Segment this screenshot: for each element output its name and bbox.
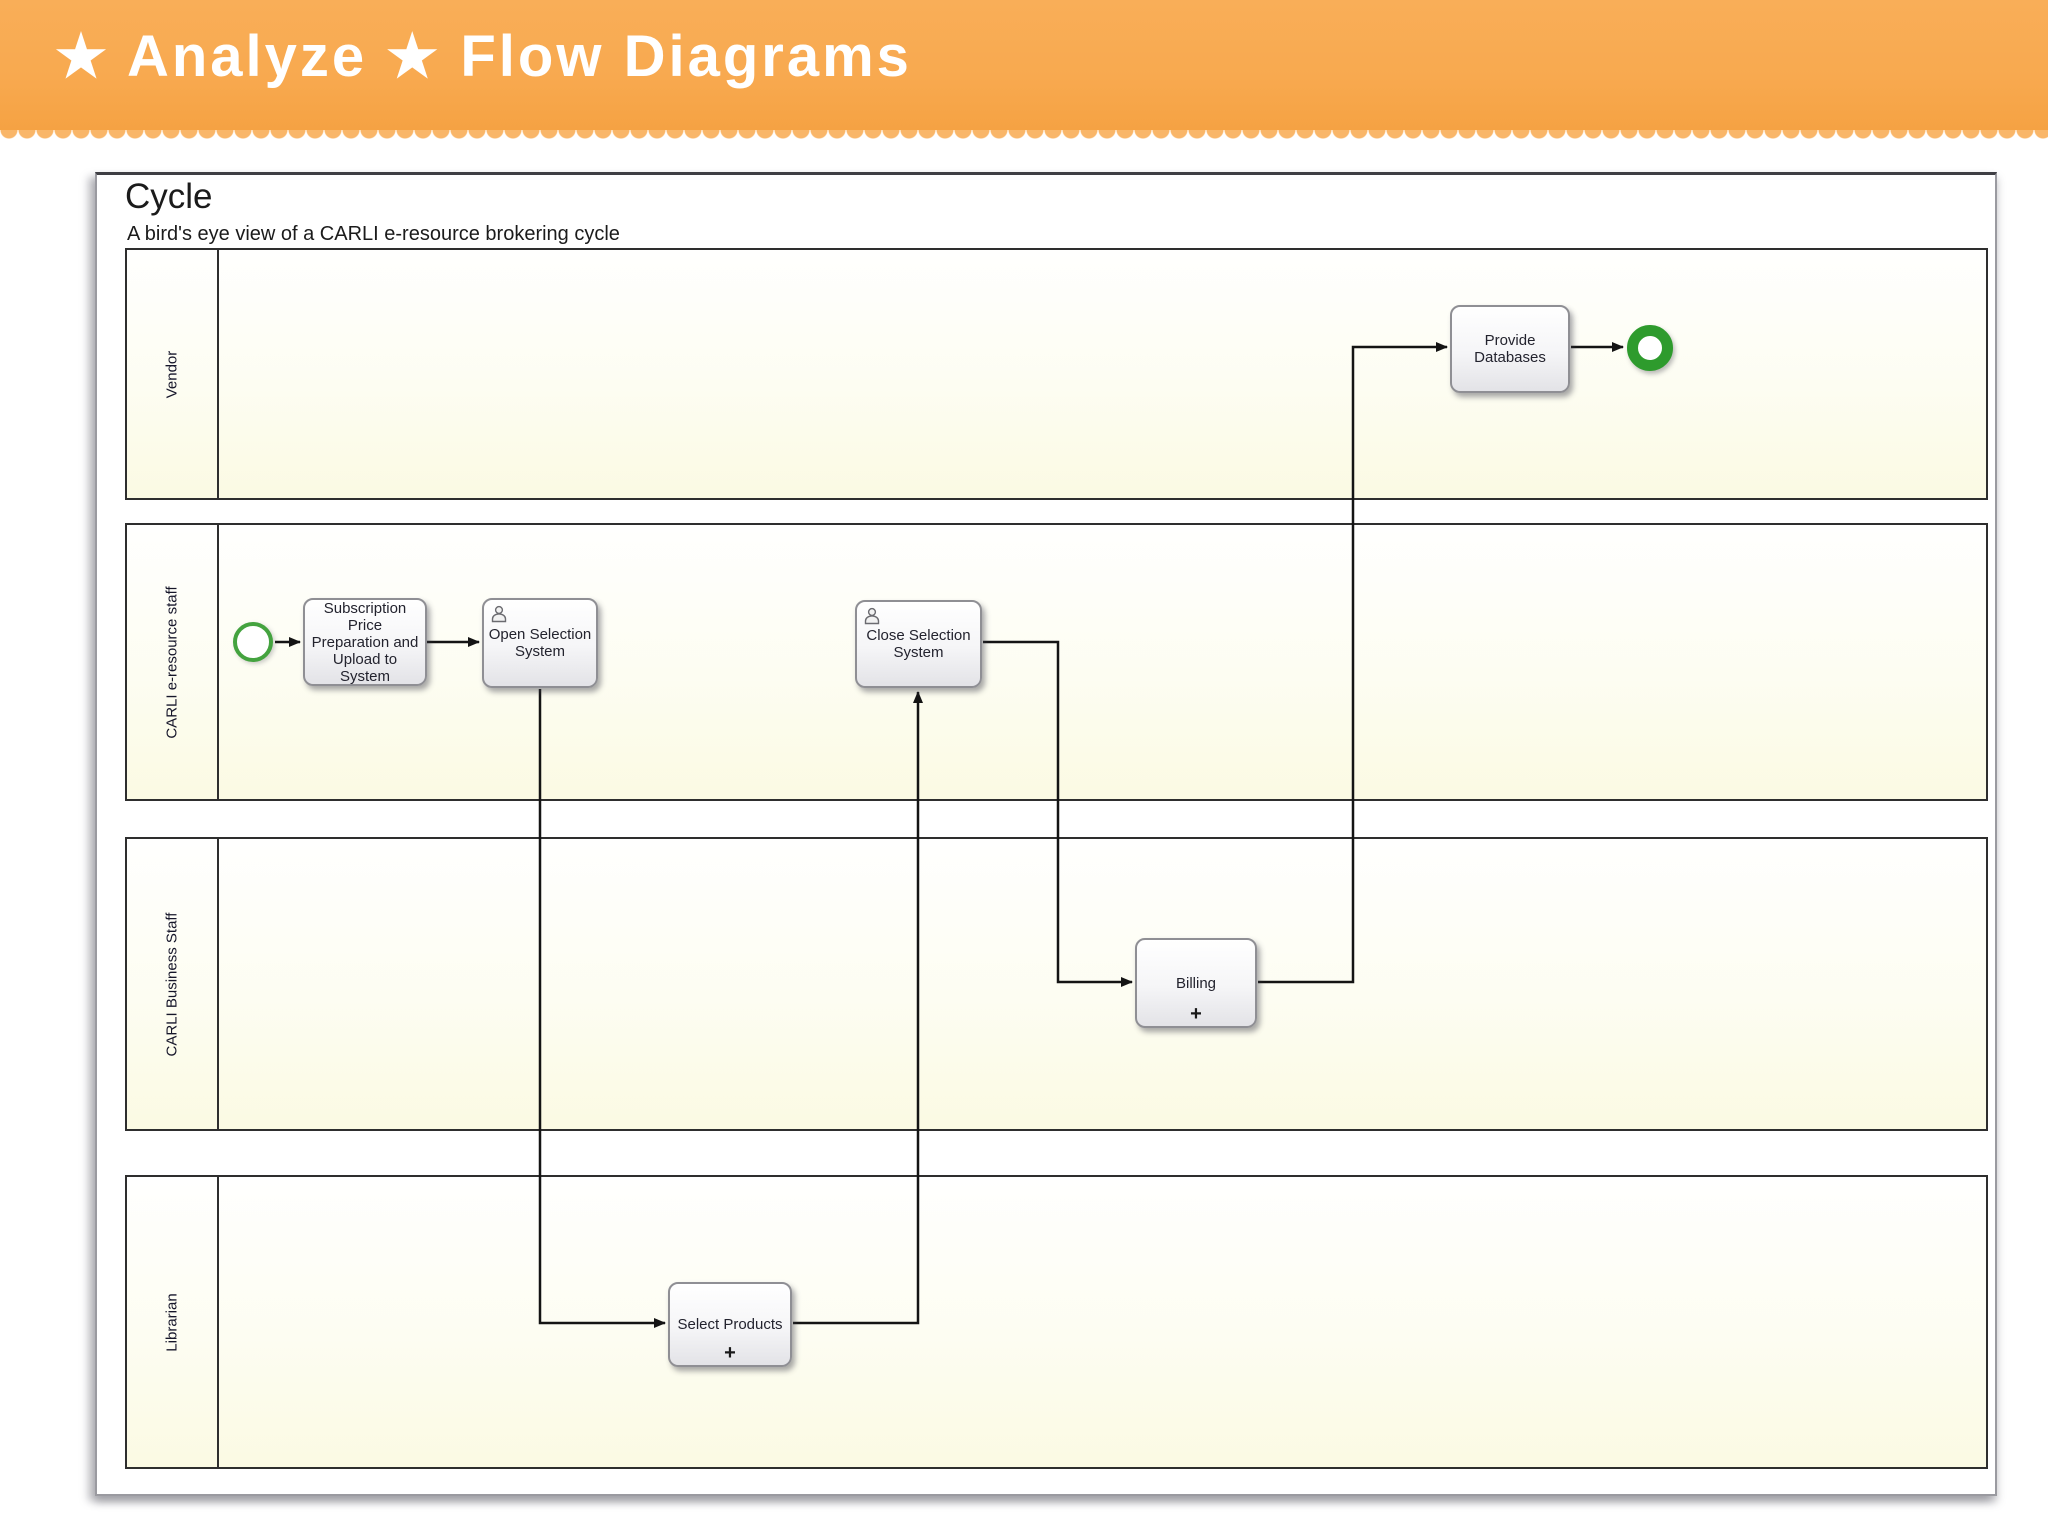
page-title: ★ Analyze ★ Flow Diagrams xyxy=(55,24,912,89)
task-label: Open Selection System xyxy=(488,626,592,660)
swimlane-label-column: Vendor xyxy=(127,250,219,498)
task-label: Subscription Price Preparation and Uploa… xyxy=(311,599,419,685)
subprocess-billing: Billing + xyxy=(1135,938,1257,1028)
task-label: Close Selection System xyxy=(866,627,971,661)
subprocess-plus-icon: + xyxy=(1190,1003,1202,1025)
swimlane-label-column: CARLI Business Staff xyxy=(127,839,219,1129)
user-task-icon xyxy=(491,605,507,623)
page-header-banner: ★ Analyze ★ Flow Diagrams xyxy=(0,0,2048,130)
swimlane-label-column: CARLI e-resource staff xyxy=(127,525,219,799)
task-close-selection-system: Close Selection System xyxy=(855,600,982,688)
start-event-circle xyxy=(233,622,273,662)
swimlane-label-column: Librarian xyxy=(127,1177,219,1467)
swimlane-carli-business-staff: CARLI Business Staff xyxy=(125,837,1988,1131)
task-open-selection-system: Open Selection System xyxy=(482,598,598,688)
user-task-icon xyxy=(864,607,880,625)
diagram-subtitle: A bird's eye view of a CARLI e-resource … xyxy=(127,223,620,245)
subprocess-select-products: Select Products + xyxy=(668,1282,792,1367)
swimlane-librarian: Librarian xyxy=(125,1175,1988,1469)
task-provide-databases: Provide Databases xyxy=(1450,305,1570,393)
swimlane-vendor: Vendor xyxy=(125,248,1988,500)
swimlane-label: CARLI e-resource staff xyxy=(163,585,181,739)
task-label: Select Products xyxy=(677,1316,783,1333)
end-event-circle xyxy=(1627,325,1673,371)
diagram-title: Cycle xyxy=(125,177,213,216)
subprocess-plus-icon: + xyxy=(724,1342,736,1364)
diagram-panel: Cycle A bird's eye view of a CARLI e-res… xyxy=(95,172,1997,1496)
task-label: Provide Databases xyxy=(1474,332,1546,366)
swimlane-label: Vendor xyxy=(163,350,181,398)
swimlane-label: Librarian xyxy=(163,1292,181,1352)
header-scalloped-edge xyxy=(0,130,2048,145)
swimlane-label: CARLI Business Staff xyxy=(163,912,181,1056)
task-label: Billing xyxy=(1175,974,1217,992)
task-subscription-price-preparation: Subscription Price Preparation and Uploa… xyxy=(303,598,427,686)
